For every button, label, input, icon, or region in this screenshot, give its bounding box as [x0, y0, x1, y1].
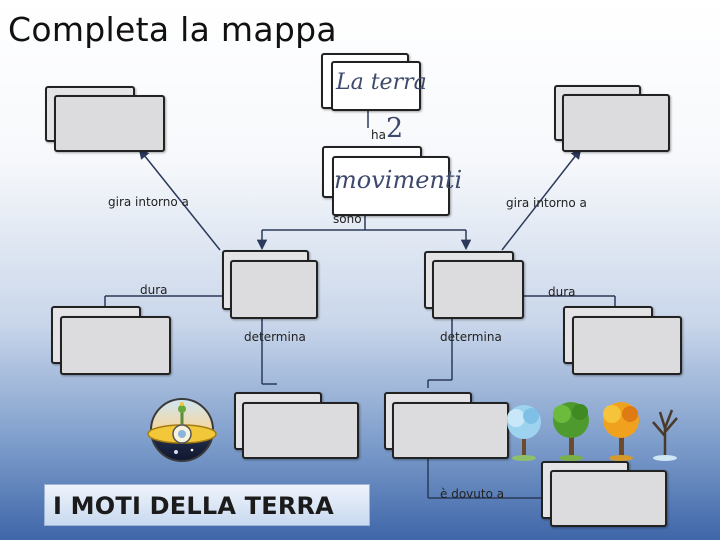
count-label: 2	[386, 113, 404, 144]
right-duration-label: dura	[548, 285, 576, 299]
arrow-left-orbit	[138, 148, 221, 251]
answer-box-left-movement[interactable]	[230, 260, 318, 319]
left-determines-label: determina	[244, 330, 306, 344]
answer-box-left-duration[interactable]	[60, 316, 171, 375]
day-night-earth-icon	[147, 398, 217, 462]
has-label: ha	[371, 128, 386, 142]
right-orbit-label: gira intorno a	[506, 196, 587, 210]
right-determines-label: determina	[440, 330, 502, 344]
movements-card	[332, 156, 450, 216]
four-seasons-trees-icon	[507, 402, 678, 461]
answer-box-top-right[interactable]	[562, 94, 670, 152]
left-orbit-label: gira intorno a	[108, 195, 189, 209]
answer-box-left-determines[interactable]	[242, 402, 359, 459]
answer-box-right-determines[interactable]	[392, 402, 509, 459]
earth-label: La terra	[336, 70, 427, 95]
topic-banner: I MOTI DELLA TERRA	[44, 484, 370, 526]
arrow-right-orbit	[501, 148, 582, 251]
movements-label: movimenti	[334, 166, 463, 194]
answer-box-top-left[interactable]	[54, 95, 165, 152]
answer-box-cause[interactable]	[550, 470, 667, 527]
page-title: Completa la mappa	[8, 10, 337, 49]
sono-label: sono	[333, 212, 362, 226]
answer-box-right-movement[interactable]	[432, 260, 524, 319]
earth-card	[331, 61, 421, 111]
left-duration-label: dura	[140, 283, 168, 297]
answer-box-right-duration[interactable]	[572, 316, 682, 375]
caused-by-label: è dovuto a	[440, 487, 505, 501]
